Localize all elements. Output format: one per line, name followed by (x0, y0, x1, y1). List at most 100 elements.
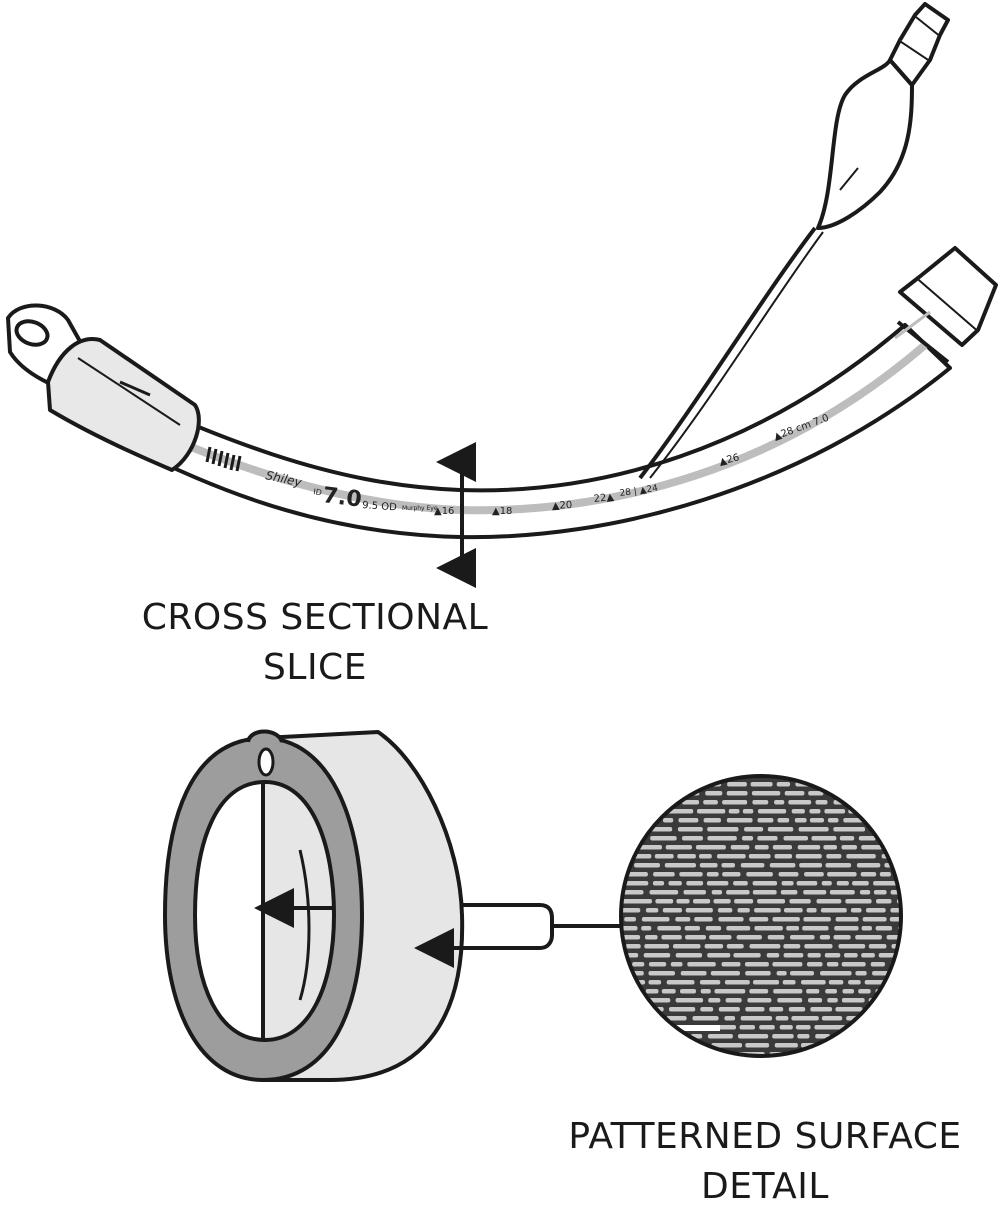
texture-cell (804, 872, 824, 877)
tube-od: 9.5 OD (362, 500, 398, 513)
texture-cell (895, 872, 901, 877)
texture-cell (907, 782, 934, 787)
texture-cell (802, 926, 829, 931)
texture-cell (621, 809, 629, 814)
texture-cell (643, 953, 671, 958)
texture-cell (699, 863, 718, 868)
texture-cell (680, 971, 707, 976)
texture-cell (861, 953, 875, 958)
texture-cell (777, 998, 803, 1003)
texture-cell (635, 791, 648, 796)
tube-depth-26: ▲26 (718, 452, 740, 468)
texture-cell (753, 980, 780, 985)
texture-cell (752, 881, 778, 886)
tube-cuff (46, 337, 201, 472)
texture-cell (772, 962, 803, 967)
texture-cell (724, 1016, 736, 1021)
texture-cell (858, 836, 876, 841)
texture-cell (684, 926, 700, 931)
texture-cell (621, 890, 644, 895)
texture-cell (633, 809, 660, 814)
texture-cell (694, 917, 713, 922)
texture-cell (892, 1007, 901, 1012)
texture-cell (727, 782, 747, 787)
texture-cell (711, 890, 723, 895)
texture-cell (774, 1043, 798, 1048)
texture-cell (772, 917, 800, 922)
texture-cell (637, 845, 662, 850)
texture-cell (754, 908, 781, 913)
texture-cell (687, 962, 716, 967)
texture-cell (804, 944, 833, 949)
texture-cell (842, 989, 854, 994)
texture-cell (795, 854, 822, 859)
texture-cell (788, 1007, 806, 1012)
texture-cell (733, 953, 761, 958)
texture-cell (706, 881, 729, 886)
texture-cell (808, 791, 824, 796)
texture-cell (710, 971, 740, 976)
texture-cell (905, 800, 935, 805)
texture-cell (814, 1025, 846, 1030)
texture-cell (906, 863, 929, 868)
texture-cell (835, 917, 859, 922)
texture-cell (845, 791, 873, 796)
texture-cell (625, 800, 652, 805)
texture-cell (621, 908, 641, 913)
texture-cell (772, 845, 792, 850)
label-line: CROSS SECTIONAL (141, 597, 489, 638)
texture-cell (650, 836, 677, 841)
texture-cell (783, 953, 804, 958)
texture-cell (666, 1016, 687, 1021)
texture-cell (801, 980, 826, 985)
texture-cell (641, 1016, 663, 1021)
texture-cell (722, 800, 748, 805)
texture-cell (704, 944, 724, 949)
texture-cell (904, 989, 934, 994)
texture-cell (794, 818, 807, 823)
texture-cell (809, 809, 821, 814)
texture-cell (745, 971, 771, 976)
texture-cell (725, 998, 742, 1003)
texture-cell (827, 872, 857, 877)
section-cut-marker (436, 442, 476, 588)
patterned-surface-label: PATTERNED SURFACE DETAIL (535, 1112, 995, 1212)
texture-cell (714, 989, 746, 994)
texture-cell (685, 908, 713, 913)
ring-eyelet (246, 729, 284, 743)
texture-cell (653, 872, 675, 877)
pilot-balloon (816, 58, 914, 230)
texture-cell (749, 944, 781, 949)
texture-cell (908, 809, 918, 814)
texture-cell (646, 776, 662, 778)
texture-cell (706, 872, 719, 877)
texture-cell (641, 917, 670, 922)
texture-cell (873, 890, 887, 895)
texture-cell (690, 776, 720, 778)
texture-cell (870, 962, 885, 967)
texture-cell (621, 845, 635, 850)
texture-cell (778, 872, 799, 877)
texture-cell (663, 1043, 688, 1048)
texture-cell (697, 809, 726, 814)
texture-cell (869, 809, 887, 814)
texture-cell (797, 1034, 810, 1039)
texture-cell (705, 926, 722, 931)
texture-cell (891, 944, 901, 949)
texture-cell (666, 980, 695, 985)
texture-cell (718, 1007, 740, 1012)
tube-size-prefix: ID (313, 487, 323, 497)
ring-face (163, 736, 364, 1082)
texture-cell (855, 935, 882, 940)
texture-cell (742, 836, 754, 841)
texture-cell (852, 881, 869, 886)
texture-cell (897, 1025, 901, 1030)
texture-cell (861, 926, 872, 931)
texture-cell (803, 890, 827, 895)
texture-cell (621, 827, 647, 832)
texture-cell (700, 1007, 714, 1012)
texture-cell (666, 776, 688, 778)
texture-cell (824, 953, 841, 958)
texture-cell (827, 1043, 844, 1048)
texture-cell (795, 1025, 811, 1030)
